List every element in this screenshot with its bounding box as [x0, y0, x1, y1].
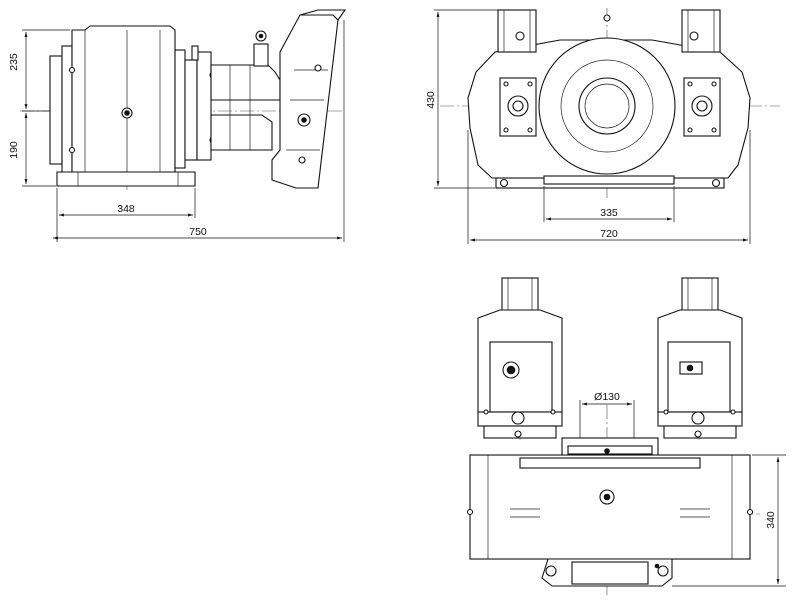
top-dim-shaft-diameter: Ø130: [594, 391, 620, 403]
front-view: 430 335 720: [425, 8, 780, 244]
front-dim-base-width: 335: [600, 207, 618, 219]
right-motor: [657, 277, 743, 439]
side-dim-height-lower: 190: [8, 141, 20, 159]
side-dim-overall-length: 750: [189, 226, 207, 238]
side-view: 235 190 348 750: [8, 9, 347, 242]
side-dim-base-width: 348: [117, 203, 135, 215]
front-dim-height: 430: [425, 91, 437, 109]
front-dim-overall-width: 720: [600, 228, 618, 240]
left-motor: [477, 277, 563, 439]
top-dim-height: 340: [765, 511, 777, 529]
top-view: Ø130 340: [466, 277, 786, 595]
side-dim-height-upper: 235: [8, 53, 20, 71]
